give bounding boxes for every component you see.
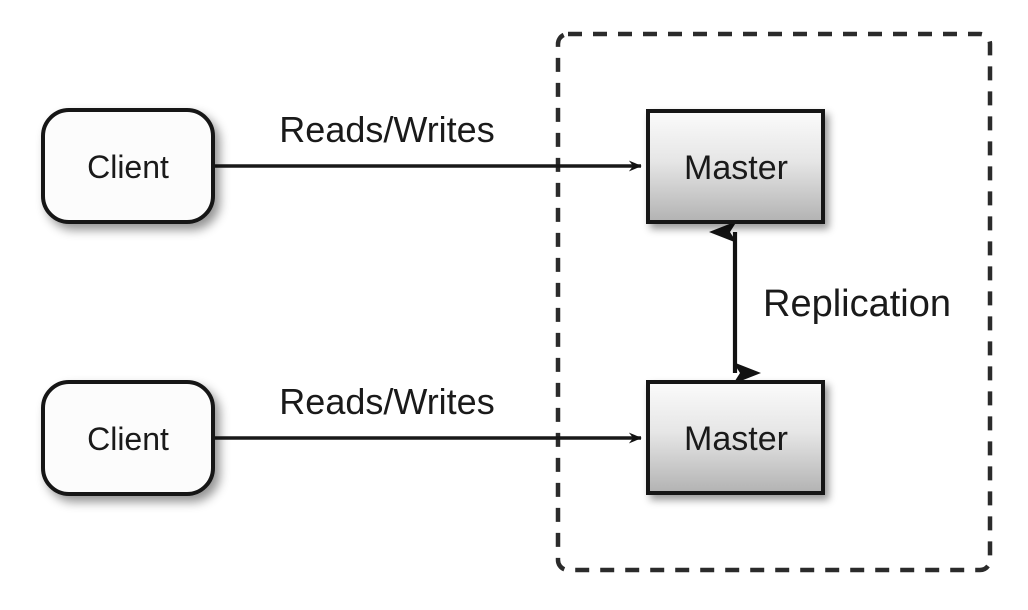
client-top-shape — [41, 108, 215, 224]
master-top-shape — [646, 109, 825, 224]
node-master-bottom[interactable] — [646, 380, 825, 495]
replication-group-boundary — [555, 31, 993, 573]
node-master-top[interactable] — [646, 109, 825, 224]
node-label-client-top: Client — [87, 149, 169, 185]
node-client-bottom[interactable] — [41, 380, 215, 496]
node-label-master-top: Master — [684, 149, 788, 187]
edge-label-replication: Replication — [763, 283, 951, 325]
node-label-master-bottom: Master — [684, 420, 788, 458]
master-bottom-shape — [646, 380, 825, 495]
edge-label-reads-writes-top: Reads/Writes — [279, 109, 494, 150]
edge-label-reads-writes-bottom: Reads/Writes — [279, 381, 494, 422]
node-label-client-bottom: Client — [87, 421, 169, 457]
node-client-top[interactable] — [41, 108, 215, 224]
client-bottom-shape — [41, 380, 215, 496]
